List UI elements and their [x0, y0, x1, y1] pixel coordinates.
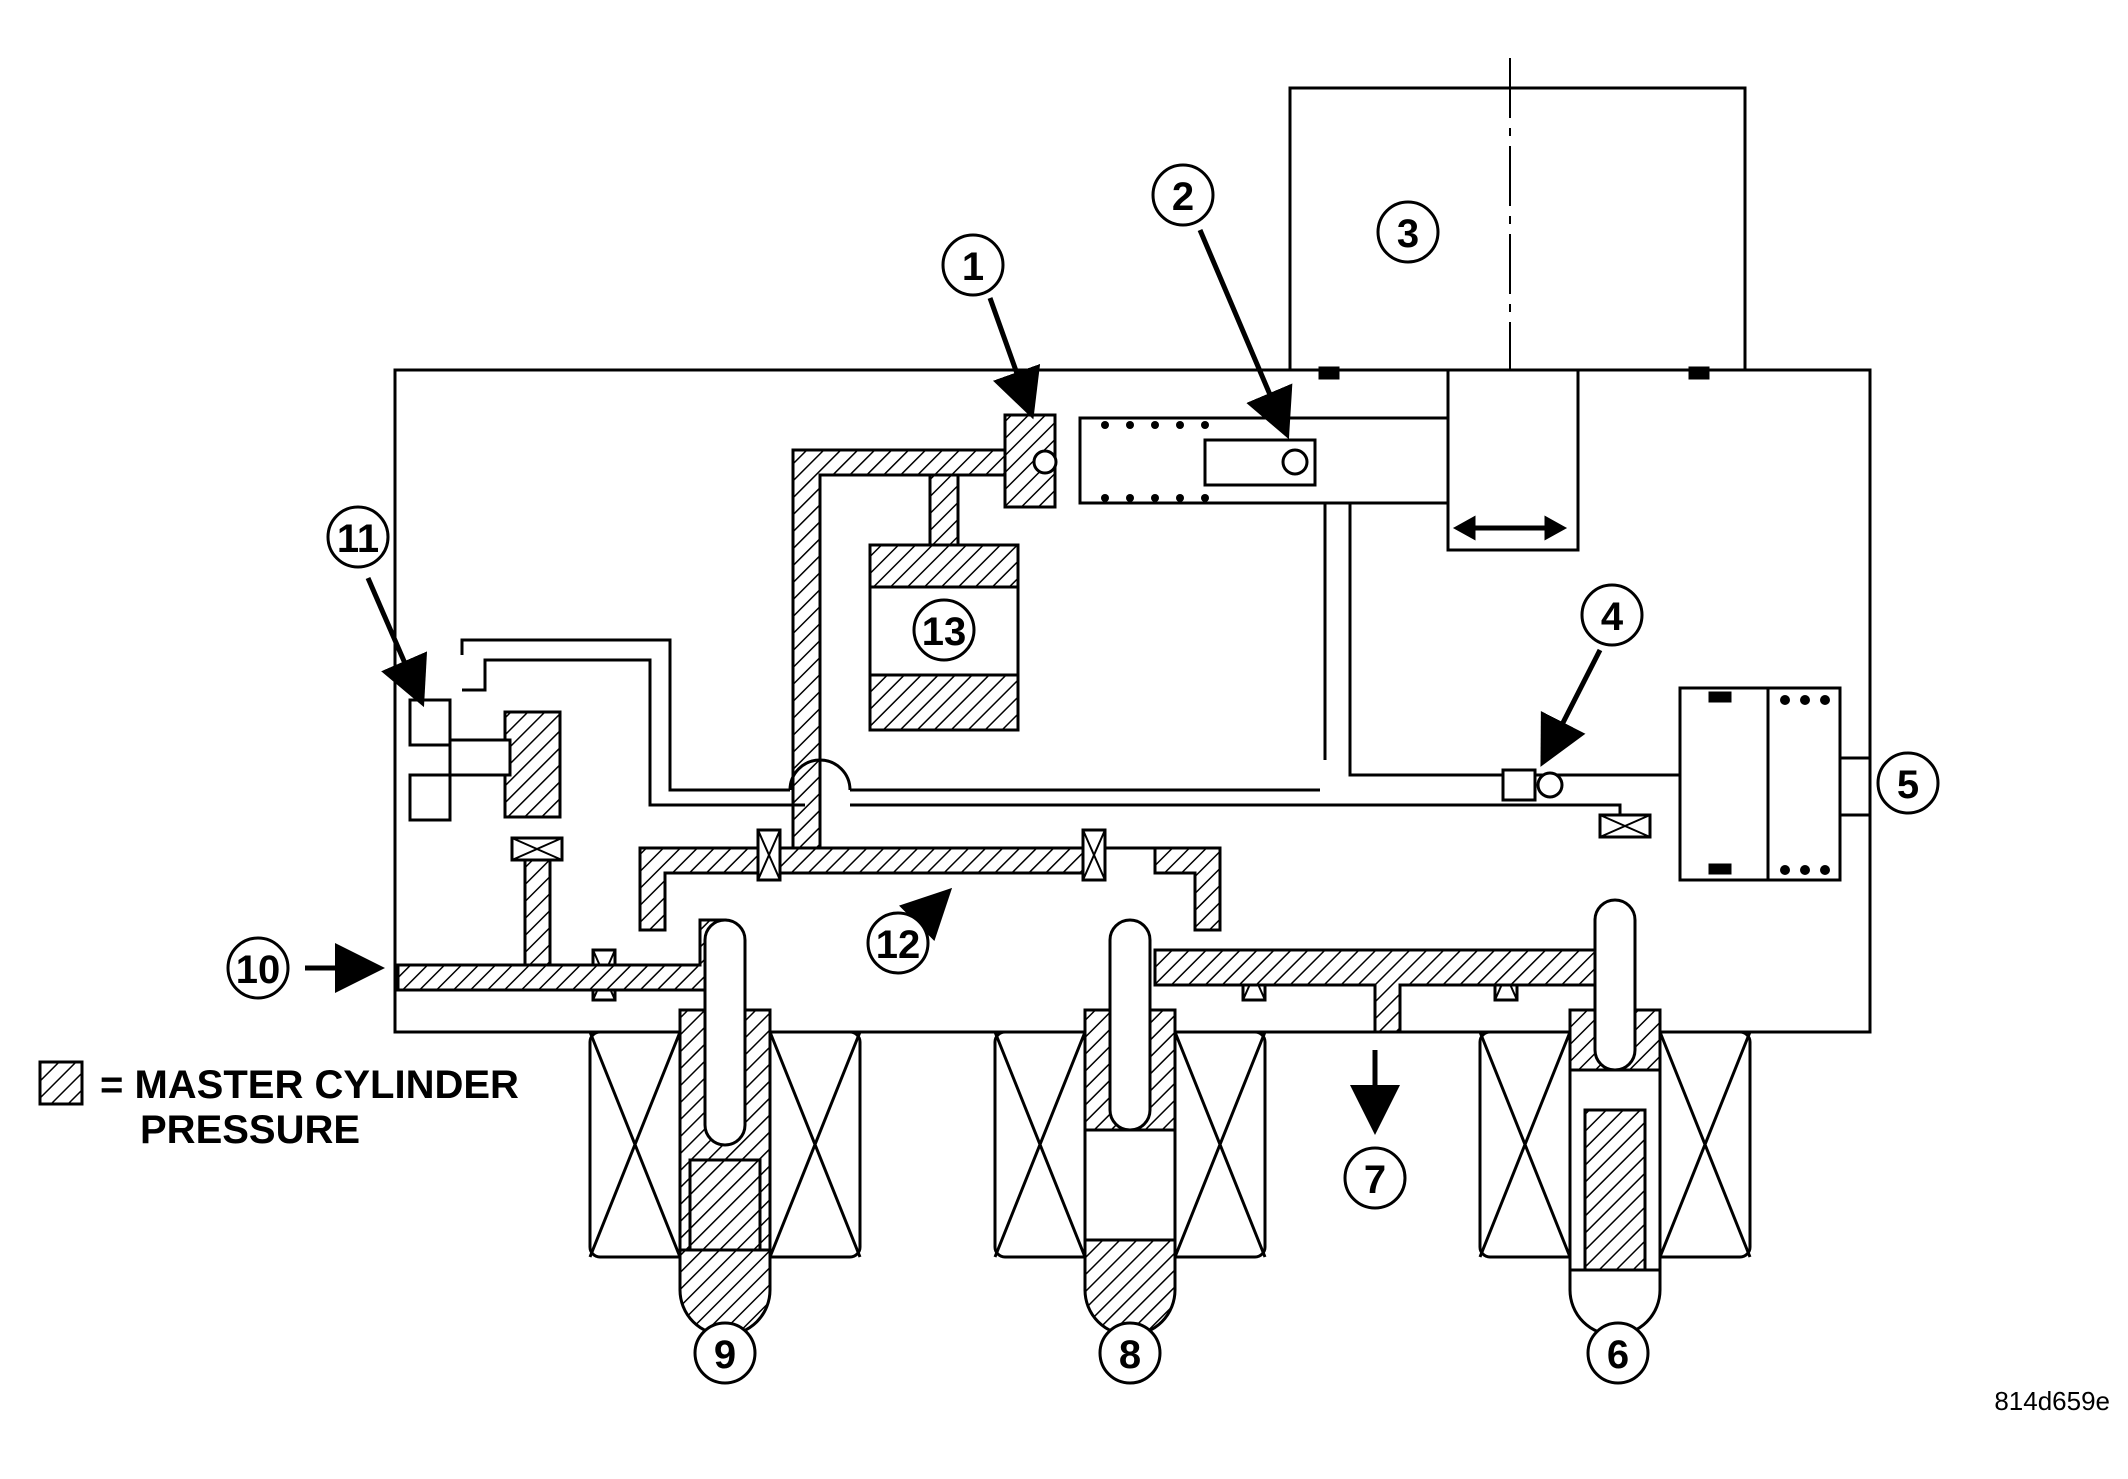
callout-13 [912, 598, 976, 662]
line-to-item4 [850, 788, 1500, 807]
callout-3 [1376, 200, 1440, 264]
callout-6 [1586, 1321, 1650, 1385]
solenoid-8 [993, 918, 1267, 1337]
callout-10-label: 10 [236, 948, 281, 992]
callout-2-label: 2 [1172, 175, 1194, 219]
motor-seal [1318, 366, 1340, 380]
legend-line-1: = MASTER CYLINDER [100, 1063, 519, 1107]
check-valve-4 [1501, 768, 1537, 802]
solenoid-9 [588, 918, 862, 1337]
damper-11-a [408, 698, 452, 747]
figure-code: 814d659e [1994, 1386, 2110, 1416]
accumulator-5-seal [1708, 691, 1732, 703]
damper-11-b [408, 773, 452, 822]
callout-8 [1098, 1321, 1162, 1385]
accumulator-5-seal [1708, 863, 1732, 875]
callout-12-label: 12 [876, 923, 921, 967]
damper-11-valve [503, 710, 562, 819]
callout-7 [1343, 1146, 1407, 1210]
leader-arrows [305, 229, 1603, 1135]
piston-arrow-left [1452, 515, 1476, 541]
callout-5 [1876, 751, 1940, 815]
callout-10 [226, 936, 290, 1000]
callout-7-label: 7 [1364, 1158, 1386, 1202]
outlet-check-ball [1281, 448, 1309, 476]
mc-riser [523, 858, 552, 967]
damper-11-stem [448, 738, 512, 777]
mc-passage-to-13 [928, 473, 960, 547]
low-pressure-accumulator-5 [1678, 686, 1842, 882]
callout-4-label: 4 [1601, 595, 1624, 639]
callout-11-label: 11 [337, 517, 379, 561]
mc-inlet-10 [396, 918, 727, 992]
callout-13-label: 13 [922, 610, 967, 654]
motor-seal [1688, 366, 1710, 380]
callout-9-label: 9 [714, 1333, 736, 1377]
legend-line-2: PRESSURE [140, 1108, 360, 1152]
motor-housing [1288, 86, 1747, 372]
inlet-check-ball [1032, 449, 1058, 475]
callout-2 [1151, 163, 1215, 227]
callout-3-label: 3 [1397, 212, 1419, 256]
check-ball-4 [1536, 771, 1564, 799]
accumulator-5-vent [1840, 756, 1870, 817]
line-11-outer [460, 638, 795, 807]
callout-12 [866, 911, 930, 975]
pump-spring [1101, 421, 1209, 502]
callout-11 [326, 505, 390, 569]
callout-5-label: 5 [1897, 763, 1919, 807]
callout-1-label: 1 [962, 245, 984, 289]
legend: = MASTER CYLINDER PRESSURE [38, 1060, 519, 1152]
callout-1 [941, 233, 1005, 297]
mc-passage-12 [638, 846, 1222, 932]
callout-6-label: 6 [1607, 1333, 1629, 1377]
accumulator-5-spring [1780, 695, 1830, 875]
accumulator-13-bottom [868, 673, 1020, 732]
callout-4 [1580, 583, 1644, 647]
outlet-line-lower [1153, 918, 1622, 1034]
return-line-right [1323, 503, 1500, 777]
callout-9 [693, 1321, 757, 1385]
accumulator-13-top [868, 543, 1020, 589]
solenoid-6 [1478, 898, 1752, 1337]
line-11-bridge [788, 758, 852, 807]
callout-8-label: 8 [1119, 1333, 1141, 1377]
legend-hatch-swatch [38, 1060, 84, 1106]
piston-arrow-right [1544, 515, 1568, 541]
